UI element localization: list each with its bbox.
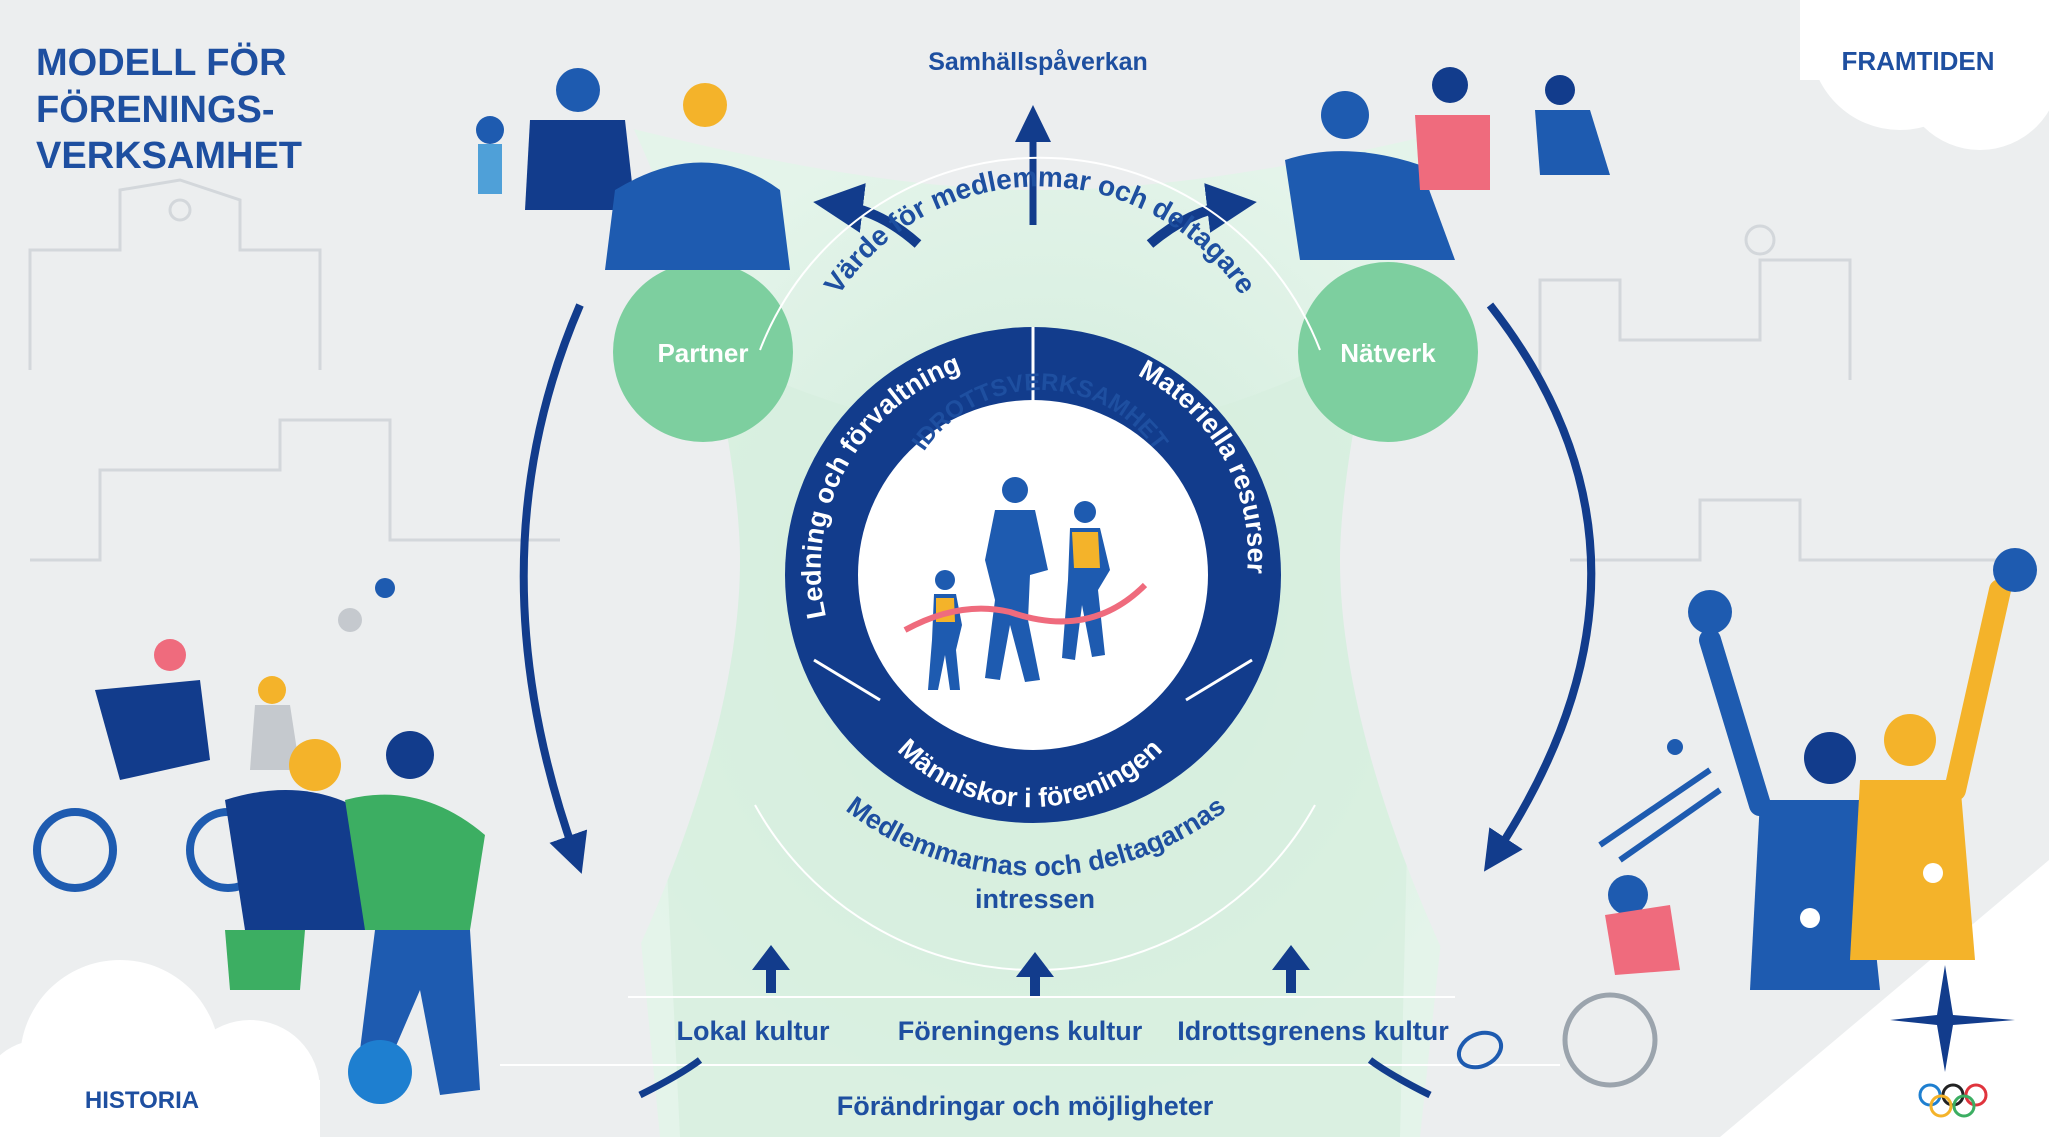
- runners-illustration: [903, 477, 1148, 690]
- culture-sport: Idrottsgrenens kultur: [1177, 1016, 1449, 1046]
- culture-arrows: [752, 945, 1310, 996]
- cloud-bottom-left: [0, 960, 320, 1142]
- title-line-2: FÖRENINGS-: [36, 88, 275, 131]
- network-circle: [1298, 262, 1478, 442]
- value-arc-line: [759, 156, 1321, 351]
- culture-local: Lokal kultur: [676, 1016, 830, 1046]
- faint-landscape: [28, 178, 2020, 562]
- label-samhallspaverkan: Samhällspåverkan: [928, 48, 1148, 76]
- curved-arrow-icon: [813, 183, 922, 248]
- interests-label-2: intressen: [975, 884, 1095, 914]
- inner-circle: [858, 400, 1208, 750]
- people-bottom-left: [33, 578, 485, 1104]
- right-cycle-arrow-icon: [1483, 302, 1596, 872]
- star-cross-icon: [1890, 965, 2015, 1072]
- ring-divider: [1185, 658, 1253, 702]
- people-top-right: [1285, 67, 1610, 260]
- people-top-left: [476, 68, 790, 270]
- title-line-3: VERKSAMHET: [36, 135, 302, 177]
- partner-label: Partner: [657, 338, 748, 368]
- label-framtiden: FRAMTIDEN: [1841, 46, 1994, 76]
- arrow-up-icon: [1015, 105, 1051, 225]
- culture-club: Föreningens kultur: [898, 1016, 1143, 1046]
- arrow-up-icon: [1272, 945, 1310, 993]
- ring-divider: [813, 658, 881, 702]
- curved-arrow-icon: [638, 1057, 703, 1099]
- left-cycle-arrow-icon: [519, 303, 588, 874]
- network-label: Nätverk: [1340, 338, 1436, 368]
- arrow-up-icon: [1016, 952, 1054, 996]
- label-historia: HISTORIA: [85, 1087, 199, 1114]
- arrow-up-icon: [752, 945, 790, 993]
- curved-arrow-icon: [1146, 183, 1257, 248]
- cloud-top-right: [1800, 0, 2049, 150]
- bottom-label: Förändringar och möjligheter: [837, 1091, 1214, 1121]
- olympic-rings-icon: [1918, 1083, 1988, 1118]
- partner-circle: [613, 262, 793, 442]
- curved-arrow-icon: [1367, 1057, 1432, 1099]
- people-bottom-right: [1456, 548, 2037, 1088]
- title-line-1: MODELL FÖR: [36, 41, 287, 84]
